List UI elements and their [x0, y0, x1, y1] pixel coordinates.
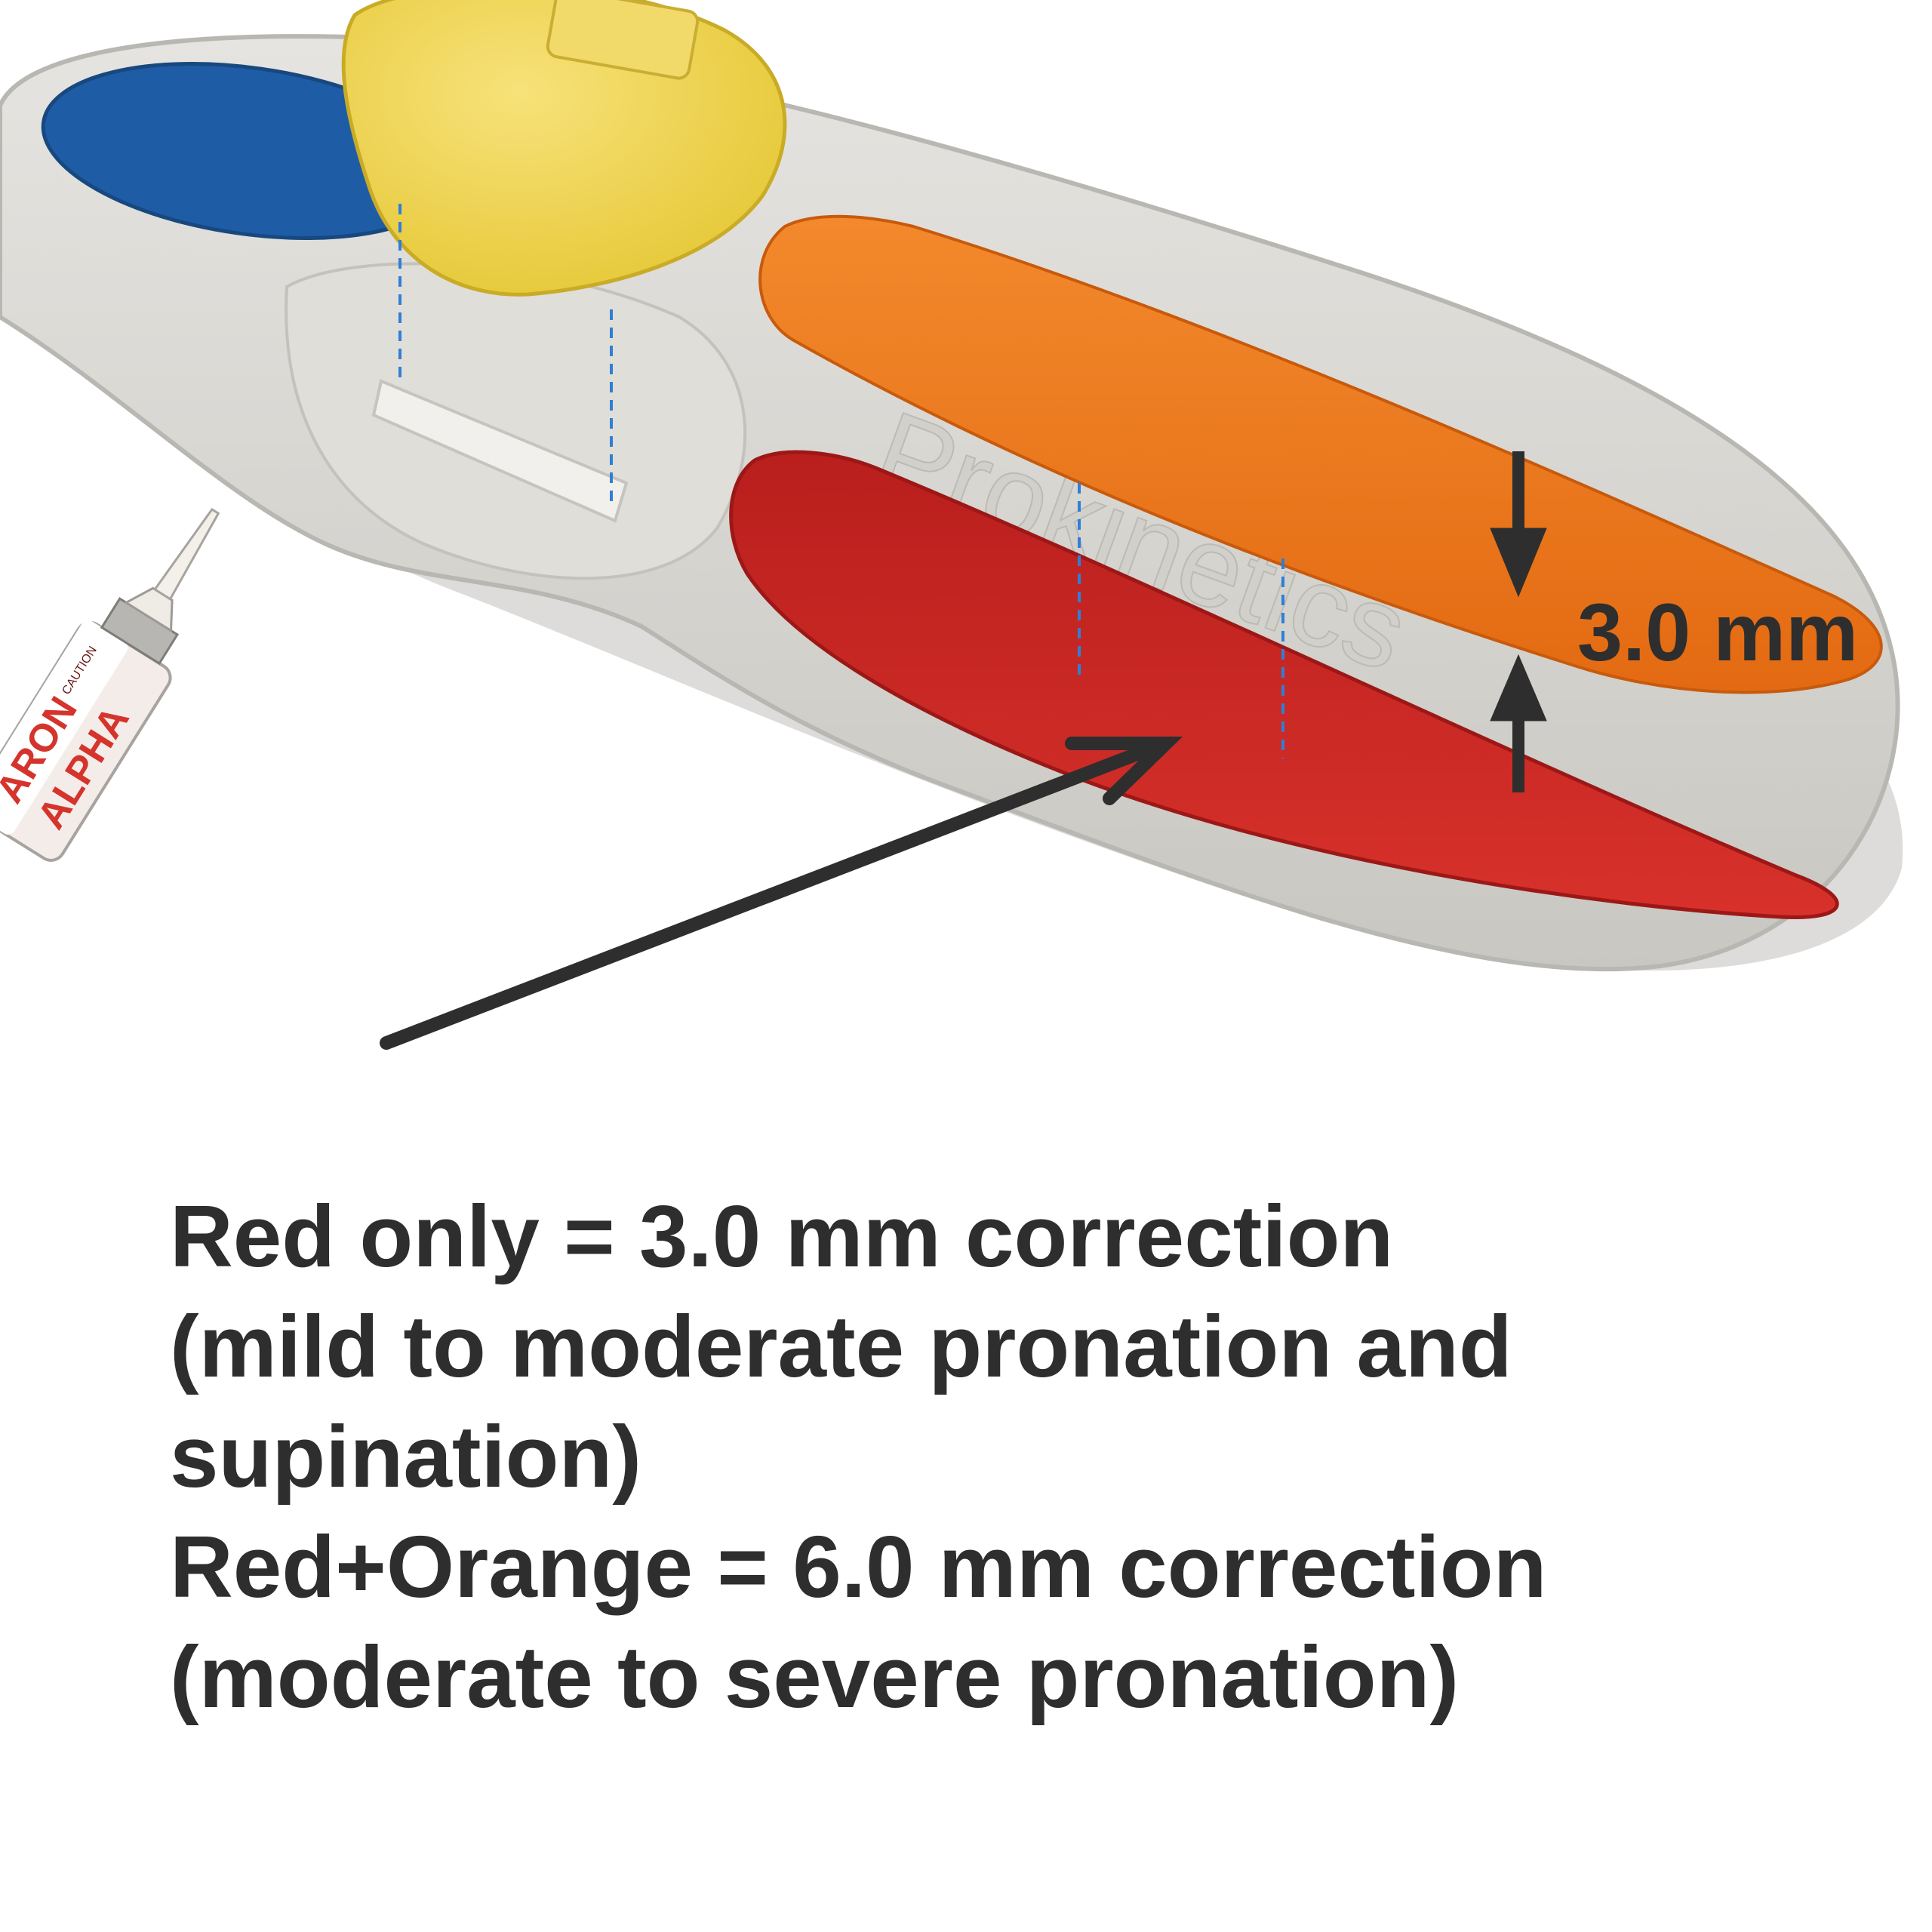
glue-tube: ARON ALPHA CAUTION [0, 507, 220, 862]
caption-block: Red only = 3.0 mm correction (mild to mo… [170, 1181, 1868, 1732]
thickness-arrows [1490, 451, 1547, 792]
orange-posting-wedge [758, 214, 1883, 694]
arrow-up-head [1490, 654, 1547, 721]
red-posting-wedge [729, 450, 1839, 920]
pointer-arrow [380, 737, 1183, 1050]
caption-line-5: (moderate to severe pronation) [170, 1628, 1460, 1726]
caption-line-2: (mild to moderate pronation and [170, 1297, 1512, 1395]
alignment-guide-lines [398, 204, 1284, 758]
arrow-down-head [1490, 528, 1547, 598]
insole-slot [371, 379, 629, 523]
caption-line-1: Red only = 3.0 mm correction [170, 1187, 1394, 1285]
caption-line-4: Red+Orange = 6.0 mm correction [170, 1518, 1547, 1616]
caption-line-3: supination) [170, 1407, 642, 1506]
measurement-label: 3.0 mm [1577, 586, 1859, 678]
yellow-metatarsal-pad [341, 0, 787, 297]
